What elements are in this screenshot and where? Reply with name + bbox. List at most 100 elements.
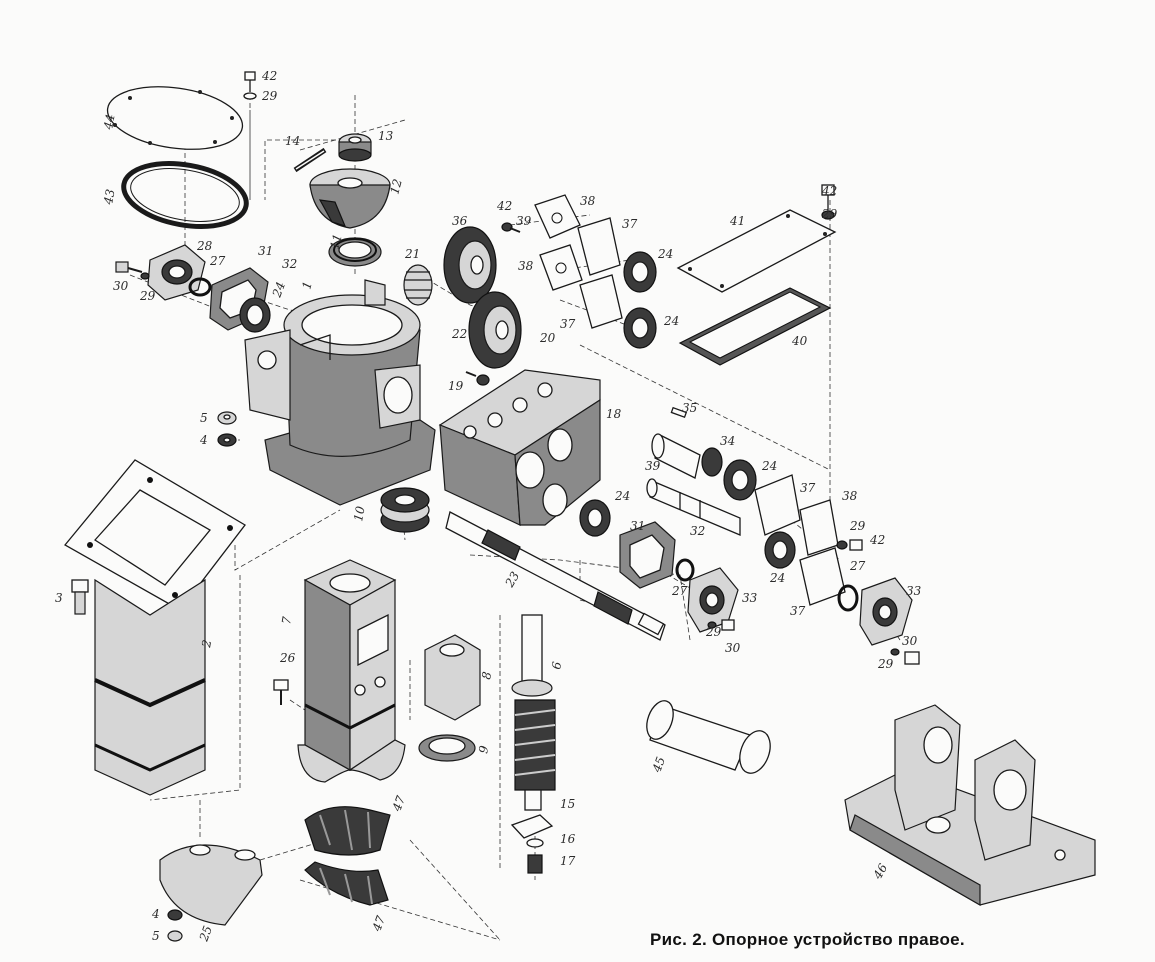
part-39-shaft [646, 478, 741, 536]
part-43-gasket [121, 161, 249, 229]
part-label-42c: 42 [821, 184, 837, 198]
part-25-cap [159, 844, 263, 926]
part-label-3: 3 [55, 591, 63, 605]
part-42-bolt-mid [501, 222, 521, 233]
part-37-gasket-right [754, 474, 801, 536]
part-4-washer-lower [167, 909, 183, 921]
part-label-30a: 30 [113, 279, 129, 293]
part-label-47a: 47 [389, 794, 408, 814]
part-label-24d: 24 [761, 459, 777, 473]
part-label-36: 36 [452, 214, 468, 228]
part-21-gear [403, 264, 433, 306]
part-label-38a: 38 [580, 194, 596, 208]
part-30-bolt-left [115, 261, 150, 280]
part-label-42b: 42 [496, 199, 512, 213]
part-33-flange-right [859, 577, 913, 646]
part-label-24b: 24 [657, 247, 673, 261]
part-label-45: 45 [649, 755, 668, 775]
part-10-thrust-bearing [380, 487, 430, 533]
part-label-7: 7 [279, 615, 294, 625]
part-label-30b: 30 [725, 641, 741, 655]
part-label-27a: 27 [209, 254, 226, 268]
figure-caption: Рис. 2. Опорное устройство правое. [650, 930, 965, 949]
part-label-4b: 4 [151, 907, 160, 921]
part-label-24a: 24 [269, 280, 288, 300]
part-label-27c: 27 [671, 584, 688, 598]
part-label-15: 15 [560, 797, 575, 811]
part-label-4a: 4 [199, 433, 208, 447]
part-6-screw-shaft [511, 614, 556, 811]
part-16-washer [526, 838, 544, 848]
part-label-25: 25 [196, 924, 215, 944]
part-24-bearing-right-low [764, 531, 796, 569]
part-label-39a: 39 [516, 214, 532, 228]
part-label-26: 26 [279, 651, 296, 665]
part-42-bolt-top [243, 71, 257, 100]
part-11-bearing [328, 237, 382, 267]
part-27-ring-right [837, 584, 859, 612]
part-44-cover [106, 86, 244, 150]
part-36-large-gear [443, 226, 497, 304]
part-18-gearbox-housing [438, 369, 601, 526]
part-label-34: 34 [720, 434, 735, 448]
part-label-42d: 42 [869, 533, 885, 547]
part-47-bushing-upper [304, 806, 391, 856]
part-label-31a: 31 [258, 244, 273, 258]
part-label-5a: 5 [200, 411, 208, 425]
part-label-16: 16 [560, 832, 576, 846]
part-34-shaft-gear [651, 433, 723, 479]
part-label-47b: 47 [369, 914, 388, 934]
part-label-12: 12 [387, 177, 404, 195]
part-42-bolt-right [821, 184, 835, 220]
part-9-washer [418, 734, 476, 762]
part-5-nut-left [217, 411, 237, 425]
part-26-bolt [273, 679, 289, 705]
part-37-gasket-upper [577, 217, 621, 276]
part-label-37a: 37 [622, 217, 638, 231]
part-label-20: 20 [539, 331, 556, 345]
part-label-29f: 29 [877, 657, 894, 671]
part-28-flange-left [147, 244, 206, 301]
part-label-21: 21 [404, 247, 420, 261]
part-38-plate-right [799, 499, 839, 556]
part-47-bushing-lower [304, 861, 389, 906]
part-label-44: 44 [101, 113, 118, 131]
part-label-31b: 31 [630, 519, 645, 533]
part-label-29e: 29 [705, 625, 722, 639]
part-label-35: 35 [682, 401, 697, 415]
part-label-14: 14 [285, 134, 300, 148]
part-46-bracket [844, 704, 1096, 907]
part-17-bolt [527, 854, 543, 874]
part-label-24f: 24 [769, 571, 785, 585]
part-40-gasket-right [678, 287, 832, 366]
part-label-5b: 5 [152, 929, 160, 943]
part-label-41: 41 [729, 214, 745, 228]
part-label-42a: 42 [261, 69, 277, 83]
part-30-bolt-right [890, 648, 920, 665]
part-label-33b: 33 [906, 584, 922, 598]
part-label-19: 19 [448, 379, 464, 393]
part-label-29a: 29 [261, 89, 278, 103]
part-5-nut-lower [167, 930, 183, 942]
part-37-gasket-lower [579, 274, 623, 329]
part-42-bolt-right-low [836, 539, 863, 551]
part-15-plate [510, 814, 554, 839]
part-12-bevel-gear [309, 168, 391, 229]
part-label-27b: 27 [849, 559, 866, 573]
part-label-18: 18 [606, 407, 622, 421]
part-27-ring-left [188, 277, 212, 297]
part-35-key [670, 406, 688, 419]
part-label-23: 23 [502, 569, 522, 590]
part-24-bearing-mid [723, 459, 757, 501]
part-label-39b: 39 [645, 459, 661, 473]
part-label-24e: 24 [614, 489, 630, 503]
part-45-cylinder [646, 700, 771, 774]
part-label-9: 9 [476, 744, 491, 754]
part-38-plate-upper [534, 194, 581, 239]
part-1-main-housing [244, 279, 436, 506]
part-label-33a: 33 [742, 591, 758, 605]
part-33-flange-mid [687, 567, 739, 633]
part-13-castle-nut [338, 133, 372, 162]
